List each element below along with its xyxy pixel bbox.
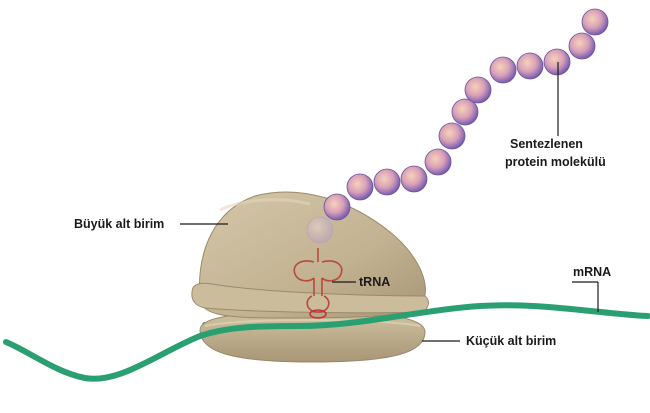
amino-acid-bead (373, 168, 401, 196)
amino-acid-bead (451, 98, 479, 126)
protein-chain (306, 8, 609, 244)
amino-acid-bead (516, 52, 544, 80)
amino-acid-bead (424, 148, 452, 176)
mrna-strand (3, 302, 650, 382)
amino-acid-bead (346, 173, 374, 201)
amino-acid-bead (306, 216, 334, 244)
amino-acid-bead (464, 76, 492, 104)
amino-acid-bead (581, 8, 609, 36)
label-protein-line1: Sentezlenen (510, 137, 583, 151)
amino-acid-bead (438, 122, 466, 150)
amino-acid-bead (323, 193, 351, 221)
trna-molecule (293, 248, 343, 319)
label-protein-line2: protein molekülü (505, 155, 606, 169)
amino-acid-bead (489, 56, 517, 84)
large-subunit (191, 191, 429, 319)
label-mrna: mRNA (573, 265, 611, 279)
label-large-subunit: Büyük alt birim (74, 217, 164, 231)
label-trna: tRNA (359, 275, 390, 289)
amino-acid-bead (568, 32, 596, 60)
label-small-subunit: Küçük alt birim (466, 334, 556, 348)
amino-acid-bead (543, 48, 571, 76)
amino-acid-bead (400, 165, 428, 193)
